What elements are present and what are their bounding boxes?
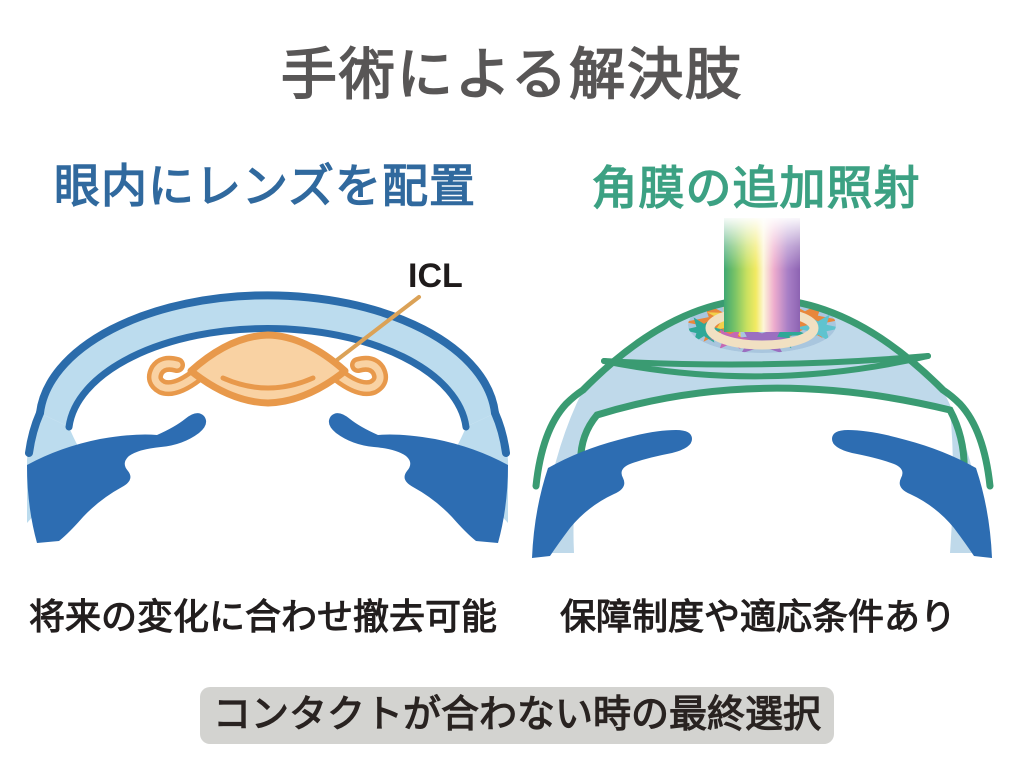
left-eye-diagram: [25, 291, 510, 543]
cornea-inner-outline: [65, 325, 470, 431]
left-caption: 将来の変化に合わせ撤去可能: [28, 596, 497, 637]
iris-right: [832, 430, 992, 558]
left-section-heading: 眼内にレンズを配置: [53, 160, 477, 212]
right-section-heading: 角膜の追加照射: [591, 162, 921, 214]
iris-left: [532, 430, 692, 558]
icl-label: ICL: [408, 257, 463, 295]
icl-leader-line: [331, 295, 421, 365]
right-caption: 保障制度や適応条件あり: [559, 596, 956, 637]
icl-lens: [155, 331, 380, 407]
laser-beam: [724, 218, 800, 332]
page-title: 手術による解決肢: [280, 43, 744, 106]
conclusion-banner: コンタクトが合わない時の最終選択: [200, 687, 834, 744]
right-eye-diagram: [532, 218, 994, 558]
cornea-outer-outline: [36, 291, 499, 417]
